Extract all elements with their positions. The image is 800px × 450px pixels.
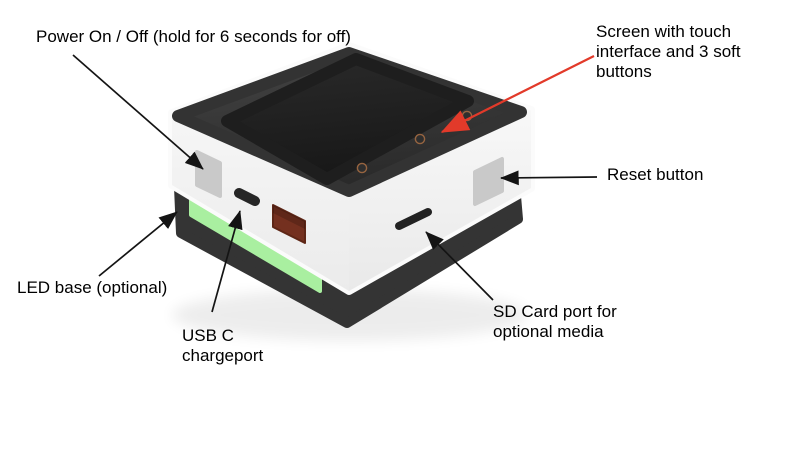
body-left-face: [172, 113, 349, 291]
soft-button-2: [414, 133, 426, 145]
label-sd: SD Card port for optional media: [493, 302, 617, 341]
touchscreen: [221, 53, 474, 185]
label-power: Power On / Off (hold for 6 seconds for o…: [36, 27, 351, 46]
sd-card-slot: [395, 208, 432, 230]
accessory-port: [272, 204, 306, 244]
accessory-port-shading: [273, 205, 305, 229]
reset-callout-line: [500, 170, 598, 186]
label-usb: USB C chargeport: [182, 326, 264, 365]
usb-c-port: [234, 188, 260, 206]
label-reset: Reset button: [607, 165, 704, 184]
label-led: LED base (optional): [17, 278, 168, 297]
reset-button: [473, 157, 504, 206]
soft-button-1: [356, 162, 368, 174]
body-right-face: [349, 110, 531, 291]
led-callout-line: [98, 211, 178, 277]
power-callout-line: [72, 54, 204, 170]
usb-callout-line: [211, 210, 243, 313]
label-screen: Screen with touch interface and 3 soft b…: [596, 22, 741, 81]
sd-callout-line: [425, 231, 494, 301]
screen-callout-line: [440, 55, 595, 133]
